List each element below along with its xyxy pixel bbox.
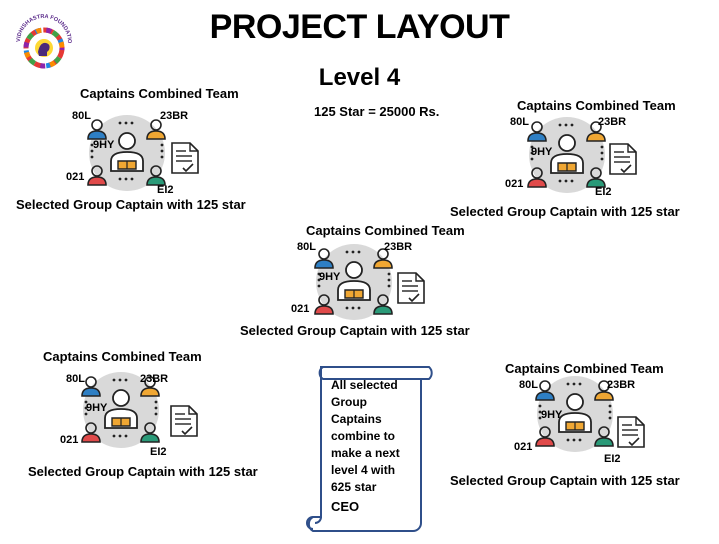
label-top-right: 23BR — [160, 110, 189, 122]
label-bottom-left: 021 — [505, 178, 524, 190]
page-title: PROJECT LAYOUT — [209, 8, 510, 46]
label-top-right: 23BR — [140, 373, 169, 385]
label-center: 9HY — [319, 271, 341, 283]
document-check-icon — [170, 141, 200, 180]
foundation-logo: VIDHISHASTRA FOUNDATION — [12, 8, 74, 78]
label-center: 9HY — [531, 146, 553, 158]
captains-team-group: Captains Combined Team — [16, 86, 276, 216]
person-orange-icon — [146, 119, 166, 140]
captains-team-group: Captains Combined Team — [240, 223, 500, 353]
label-bottom-right: EI2 — [157, 184, 174, 196]
label-bottom-right: EI2 — [150, 446, 167, 458]
document-check-icon — [608, 142, 638, 181]
scroll-line: level 4 with — [331, 463, 396, 477]
leader-icon — [337, 261, 371, 301]
person-blue-icon — [81, 376, 101, 397]
leader-icon — [104, 389, 138, 429]
label-bottom-left: 021 — [514, 441, 533, 453]
scroll-line: make a next — [331, 446, 400, 460]
group-caption: Selected Group Captain with 125 star — [28, 464, 258, 479]
label-top-right: 23BR — [384, 241, 413, 253]
scroll-line: Group — [331, 395, 367, 409]
person-red-icon — [81, 422, 101, 443]
person-green-icon — [373, 294, 393, 315]
person-orange-icon — [373, 248, 393, 269]
person-red-icon — [535, 426, 555, 447]
label-bottom-right: EI2 — [595, 186, 612, 198]
person-blue-icon — [527, 121, 547, 142]
scroll-line: 625 star — [331, 480, 377, 494]
dots-icon — [90, 121, 164, 181]
group-title: Captains Combined Team — [43, 349, 202, 364]
group-title: Captains Combined Team — [80, 86, 239, 101]
captains-team-group: Captains Combined Team — [28, 349, 288, 479]
person-green-icon — [586, 167, 606, 188]
team-illustration — [532, 374, 618, 459]
person-green-icon — [146, 165, 166, 186]
label-center: 9HY — [86, 402, 108, 414]
dots-icon — [530, 123, 604, 183]
team-illustration — [311, 242, 397, 327]
label-top-right: 23BR — [607, 379, 636, 391]
scroll-line: Captains — [331, 412, 382, 426]
leader-icon — [558, 393, 592, 433]
team-illustration — [78, 370, 164, 455]
person-blue-icon — [314, 248, 334, 269]
logo-ring — [23, 27, 65, 69]
label-top-left: 80L — [519, 379, 538, 391]
dots-icon — [317, 250, 391, 310]
level-heading: Level 4 — [318, 64, 401, 91]
label-bottom-left: 021 — [60, 434, 79, 446]
captains-team-group: Captains Combined Team — [450, 98, 710, 228]
team-illustration — [524, 115, 610, 200]
label-top-left: 80L — [297, 241, 316, 253]
label-bottom-left: 021 — [291, 303, 310, 315]
scroll-ceo: CEO — [331, 499, 360, 514]
logo-head-icon — [38, 42, 50, 56]
person-orange-icon — [140, 376, 160, 397]
group-caption: Selected Group Captain with 125 star — [240, 323, 470, 338]
group-caption: Selected Group Captain with 125 star — [16, 197, 246, 212]
person-red-icon — [87, 165, 107, 186]
scroll-note — [306, 366, 433, 532]
price-note: 125 Star = 25000 Rs. — [314, 104, 440, 119]
captains-team-group: Captains Combined Team — [450, 361, 710, 491]
dots-icon — [84, 378, 158, 438]
label-bottom-left: 021 — [66, 171, 85, 183]
person-red-icon — [314, 294, 334, 315]
scroll-line: All selected — [331, 378, 398, 392]
person-blue-icon — [87, 119, 107, 140]
leader-icon — [550, 134, 584, 174]
person-green-icon — [140, 422, 160, 443]
scroll-text: All selected Group Captains combine to m… — [331, 377, 411, 515]
person-red-icon — [527, 167, 547, 188]
label-bottom-right: EI2 — [604, 453, 621, 465]
label-top-left: 80L — [510, 116, 529, 128]
scroll-line: combine to — [331, 429, 396, 443]
group-title: Captains Combined Team — [517, 98, 676, 113]
document-check-icon — [616, 415, 646, 454]
label-top-left: 80L — [72, 110, 91, 122]
document-check-icon — [396, 271, 426, 310]
label-center: 9HY — [541, 409, 563, 421]
person-orange-icon — [594, 380, 614, 401]
label-center: 9HY — [93, 139, 115, 151]
label-top-right: 23BR — [598, 116, 627, 128]
person-orange-icon — [586, 121, 606, 142]
group-title: Captains Combined Team — [306, 223, 465, 238]
dots-icon — [538, 382, 612, 442]
leader-icon — [110, 132, 144, 172]
team-illustration — [84, 113, 170, 198]
person-green-icon — [594, 426, 614, 447]
group-title: Captains Combined Team — [505, 361, 664, 376]
person-blue-icon — [535, 380, 555, 401]
document-check-icon — [169, 404, 199, 443]
group-caption: Selected Group Captain with 125 star — [450, 204, 680, 219]
label-top-left: 80L — [66, 373, 85, 385]
group-caption: Selected Group Captain with 125 star — [450, 473, 680, 488]
